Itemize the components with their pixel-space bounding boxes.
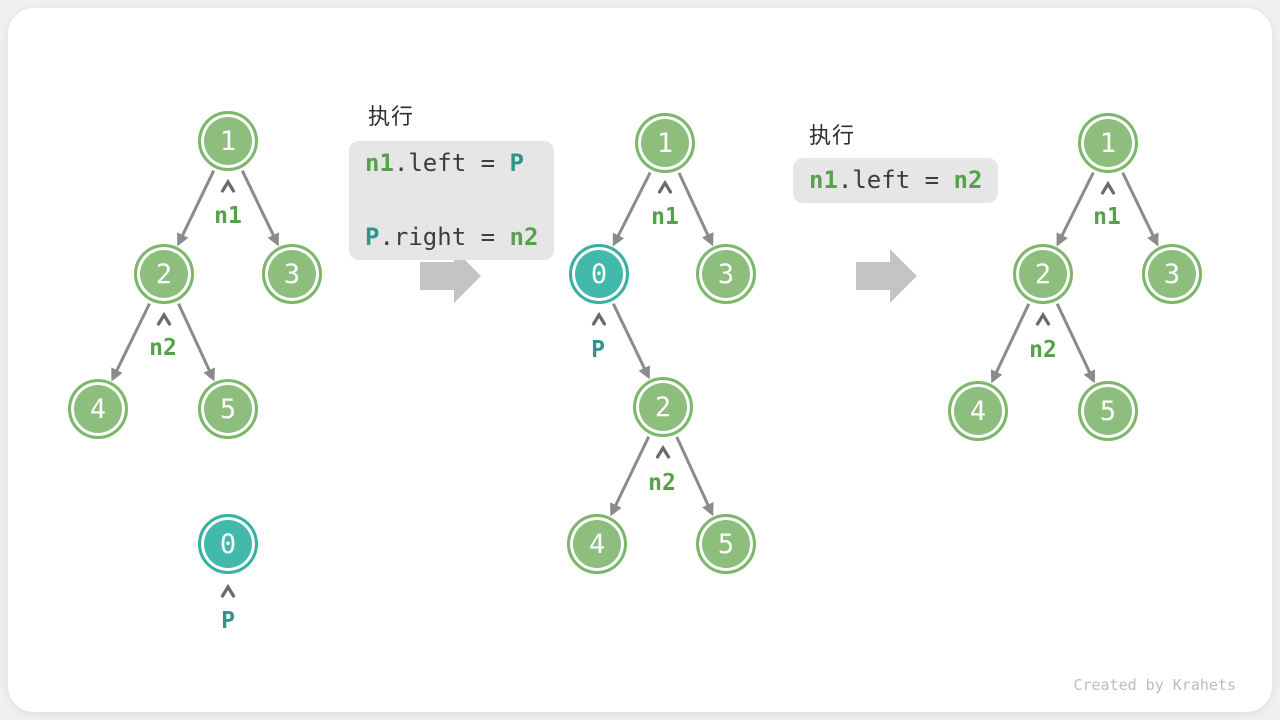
canvas-card bbox=[8, 8, 1272, 712]
code-line: n1.left = P bbox=[365, 149, 524, 177]
code-token-n1: n1 bbox=[365, 149, 394, 177]
tree-b-node-3: 3 bbox=[696, 244, 756, 304]
code-token-p: P bbox=[365, 223, 380, 251]
code-line: n1.left = n2 bbox=[809, 166, 982, 194]
tree-b-node-1: 1 bbox=[635, 113, 695, 173]
code-token: .right = bbox=[379, 223, 510, 251]
tree-a-pointer-n2: n2 bbox=[149, 335, 177, 361]
code-token: .left = bbox=[837, 166, 954, 194]
exec2-code-box: n1.left = n2 bbox=[793, 158, 999, 203]
code-token-n2: n2 bbox=[509, 223, 539, 251]
tree-a-node-0: 0 bbox=[198, 514, 258, 574]
tree-a-node-5: 5 bbox=[198, 379, 258, 439]
tree-b-pointer-p: P bbox=[591, 337, 605, 363]
exec1-code-box: n1.left = P P.right = n2 bbox=[349, 141, 555, 260]
tree-a-node-2: 2 bbox=[134, 244, 194, 304]
code-token-n2: n2 bbox=[953, 166, 983, 194]
code-token-n1: n1 bbox=[809, 166, 838, 194]
watermark-credit: Created by Krahets bbox=[1073, 676, 1236, 694]
exec1-title: 执行 bbox=[368, 105, 415, 130]
tree-b-node-5: 5 bbox=[696, 514, 756, 574]
tree-a-pointer-p: P bbox=[221, 608, 235, 634]
code-token: .left = bbox=[393, 149, 510, 177]
tree-c-pointer-n2: n2 bbox=[1029, 337, 1057, 363]
tree-b-node-4: 4 bbox=[567, 514, 627, 574]
tree-c-node-5: 5 bbox=[1078, 381, 1138, 441]
exec2-title: 执行 bbox=[809, 124, 856, 149]
tree-c-node-4: 4 bbox=[948, 381, 1008, 441]
tree-a-node-1: 1 bbox=[198, 111, 258, 171]
tree-b-pointer-n2: n2 bbox=[648, 470, 676, 496]
tree-b-node-0: 0 bbox=[569, 244, 629, 304]
tree-c-pointer-n1: n1 bbox=[1093, 204, 1121, 230]
code-token-p: P bbox=[509, 149, 524, 177]
tree-c-node-3: 3 bbox=[1142, 244, 1202, 304]
tree-b-pointer-n1: n1 bbox=[651, 204, 679, 230]
tree-a-pointer-n1: n1 bbox=[214, 203, 242, 229]
tree-c-node-1: 1 bbox=[1078, 113, 1138, 173]
tree-a-node-3: 3 bbox=[262, 244, 322, 304]
tree-b-node-2: 2 bbox=[633, 377, 693, 437]
tree-c-node-2: 2 bbox=[1013, 244, 1073, 304]
tree-a-node-4: 4 bbox=[68, 379, 128, 439]
code-line: P.right = n2 bbox=[365, 223, 538, 251]
